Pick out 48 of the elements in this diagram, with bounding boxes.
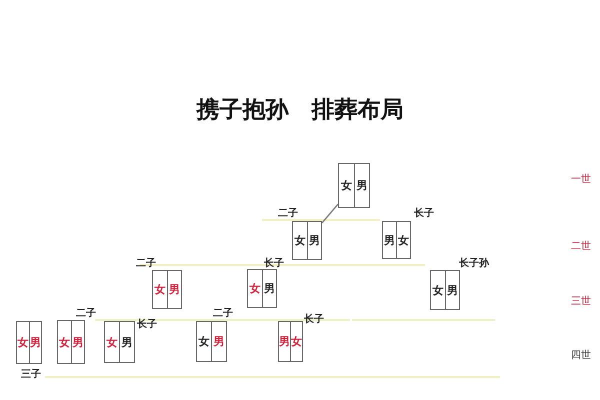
grave-label: 男 — [354, 164, 369, 207]
son-rank-label: 长子 — [304, 312, 324, 326]
grave-label: 女 — [106, 334, 118, 350]
grave-plot — [152, 270, 182, 309]
diagram-title: 携子抱孙 排葬布局 — [195, 96, 404, 125]
grave-plot — [292, 221, 322, 260]
grave-label: 女 — [198, 334, 210, 350]
son-rank-label: 长子 — [264, 256, 284, 270]
generation-label: 三世 — [571, 294, 591, 308]
son-rank-label: 长子 — [414, 206, 434, 220]
grave-label: 女 — [293, 233, 306, 249]
grave-label: 女 — [153, 282, 166, 298]
grave-plot — [104, 321, 135, 363]
grave-plot — [57, 320, 85, 364]
generation-label: 四世 — [571, 348, 591, 362]
grave-plot — [278, 321, 303, 362]
grave-plot — [196, 321, 227, 362]
son-rank-label: 二子 — [213, 306, 233, 320]
grave-label: 女 — [290, 322, 302, 361]
son-rank-label: 二子 — [278, 206, 298, 220]
grave-label: 男 — [444, 271, 459, 309]
grave-label: 男 — [166, 271, 181, 308]
grave-label: 女 — [396, 222, 410, 258]
generation-label: 二世 — [571, 240, 591, 253]
grave-label: 男 — [383, 232, 396, 248]
grave-plot — [382, 221, 411, 259]
connector-line — [322, 204, 338, 224]
son-rank-label: 长子孙 — [459, 256, 489, 270]
grave-label: 男 — [70, 321, 84, 363]
son-rank-label: 二子 — [136, 256, 156, 270]
grave-plot — [16, 321, 42, 364]
grave-plot — [247, 269, 277, 308]
grave-label: 女 — [248, 281, 262, 297]
grave-label: 男 — [119, 322, 134, 362]
grave-label: 女 — [58, 334, 70, 350]
grave-label: 男 — [211, 322, 226, 361]
son-rank-label: 三子 — [21, 368, 41, 381]
grave-label: 男 — [279, 334, 290, 350]
grave-plot — [338, 163, 370, 208]
grave-label: 女 — [340, 178, 353, 194]
generation-label: 一世 — [571, 172, 591, 186]
grave-label: 男 — [262, 270, 276, 307]
grave-label: 女 — [431, 282, 444, 298]
grave-label: 男 — [306, 222, 321, 259]
grave-plot — [430, 270, 460, 310]
son-rank-label: 二子 — [76, 306, 96, 320]
son-rank-label: 长子 — [137, 318, 157, 331]
grave-label: 女 — [17, 335, 28, 351]
